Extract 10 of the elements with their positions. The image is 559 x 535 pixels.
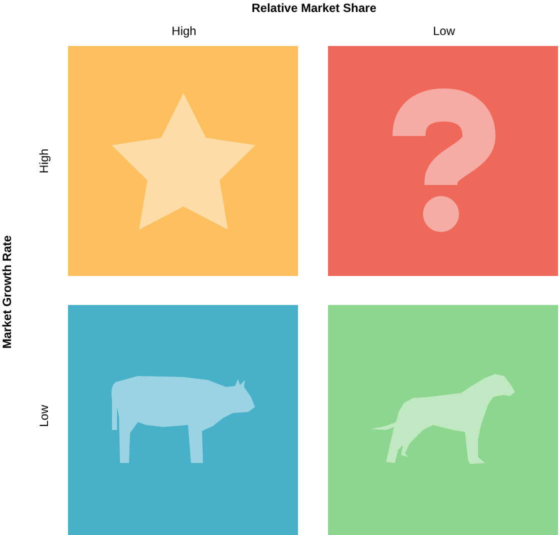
matrix-quadrant <box>68 46 298 276</box>
matrix-quadrant <box>328 305 558 535</box>
axis-title: Market Growth Rate <box>0 235 14 349</box>
matrix-quadrant <box>328 46 558 276</box>
axis-label: High <box>37 148 51 174</box>
axis-label: Low <box>37 405 51 427</box>
axis-label: High <box>172 24 196 38</box>
matrix-quadrant <box>68 305 298 535</box>
axis-label: Low <box>433 24 455 38</box>
axis-title: Relative Market Share <box>252 1 376 15</box>
